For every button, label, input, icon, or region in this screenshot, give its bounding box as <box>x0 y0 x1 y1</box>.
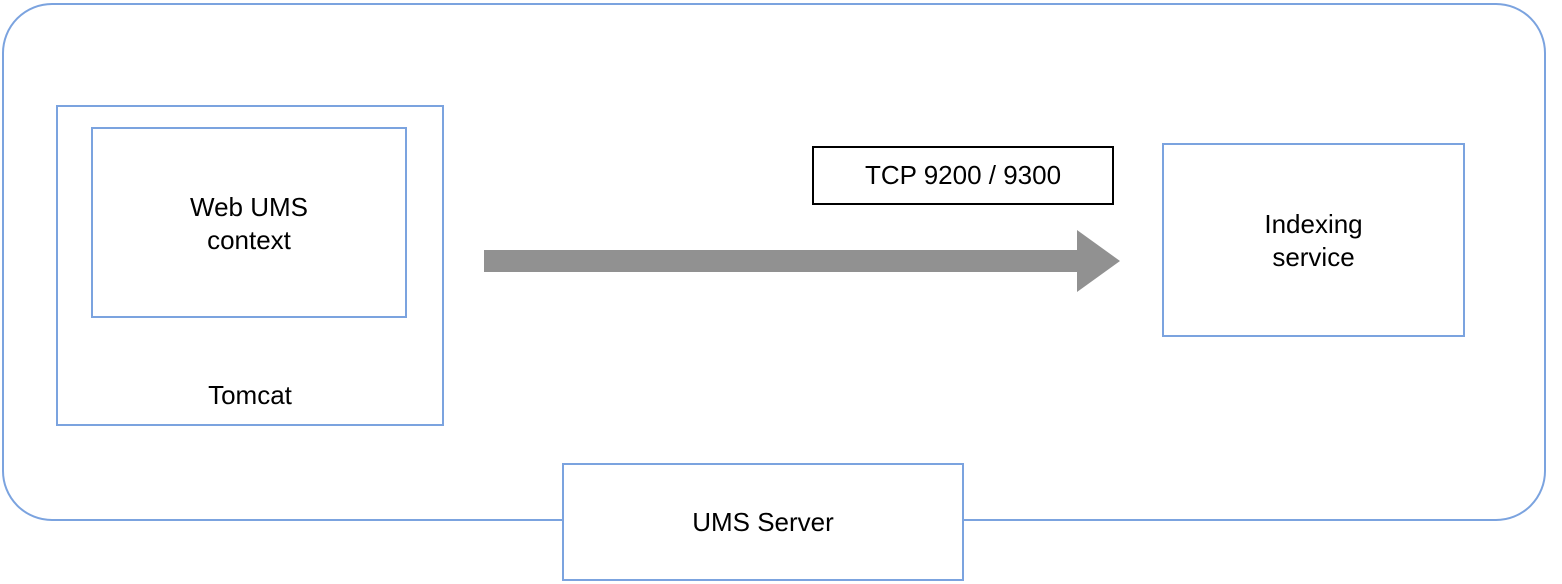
flow-arrow-polygon <box>484 230 1120 292</box>
node-web-ums-context-label: Web UMS context <box>190 192 308 255</box>
node-ums-server[interactable]: UMS Server <box>562 463 964 581</box>
node-tomcat-label: Tomcat <box>208 380 292 410</box>
connection-label-tcp-ports-text: TCP 9200 / 9300 <box>864 160 1062 190</box>
node-web-ums-context[interactable]: Web UMS context <box>91 127 407 318</box>
node-indexing-service-label: Indexing service <box>1264 209 1363 272</box>
flow-arrow-shape <box>484 230 1120 292</box>
node-indexing-service[interactable]: Indexing service <box>1162 143 1465 337</box>
flow-arrow-tomcat-to-indexing[interactable] <box>482 226 1122 296</box>
node-ums-server-label: UMS Server <box>692 507 834 537</box>
connection-label-tcp-ports[interactable]: TCP 9200 / 9300 <box>812 146 1114 205</box>
